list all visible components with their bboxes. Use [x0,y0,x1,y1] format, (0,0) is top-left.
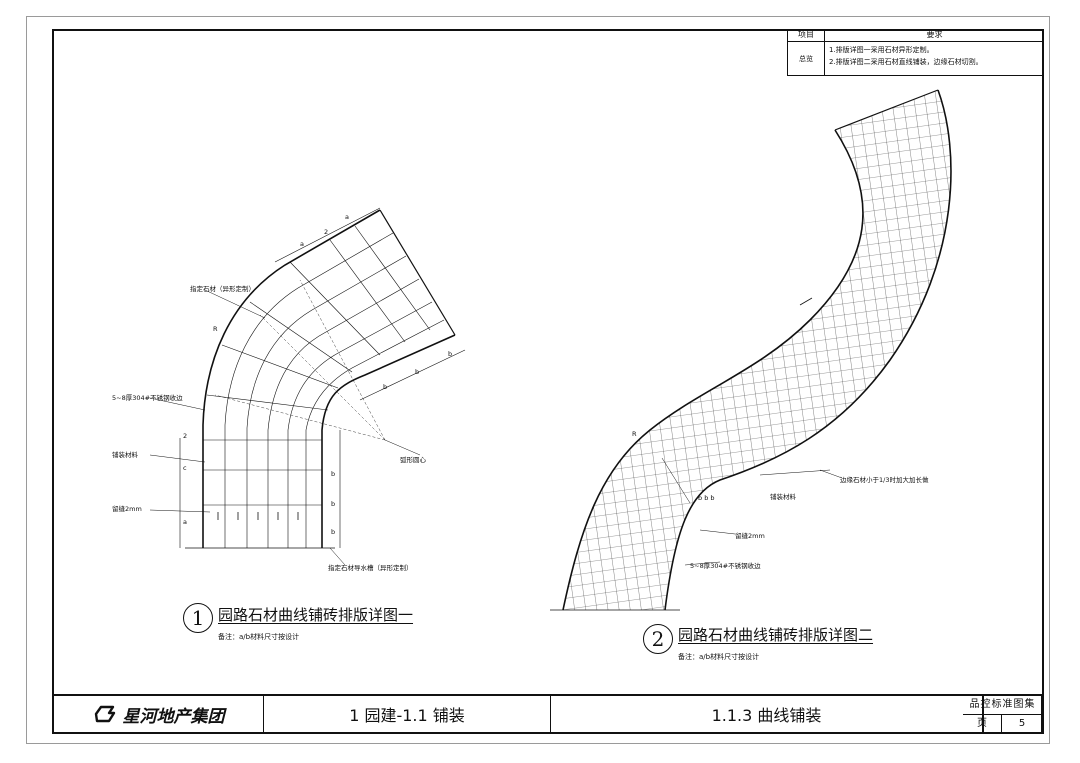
fig1-dim-2-top: 2 [324,228,329,236]
req-header-requirement: 要求 [825,29,1044,42]
fig1-dim-a-left: a [183,518,187,526]
fig1-label-radius: R [213,325,218,333]
title-block: 星河地产集团 1 园建-1.1 铺装 1.1.3 曲线铺装 品控标准图集 页 5 [54,694,1042,732]
fig2-note: 备注：a/b材料尺寸按设计 [678,653,760,661]
fig2-caption: 园路石材曲线铺砖排版详图二 [678,626,874,644]
fig2-label-edge: 5~8厚304#不锈钢收边 [690,562,761,570]
fig2-label-radius: R [632,430,637,438]
fig2-label-material: 铺装材料 [770,493,796,501]
fig1-label-edge: 5~8厚304#不锈钢收边 [112,394,183,402]
company-logo-icon [94,705,115,723]
figure1-plan [149,207,466,566]
fig1-dim-b-5: b [415,368,420,376]
fig1-dim-b-2: b [331,500,336,508]
fig1-dim-b-6: b [448,350,453,358]
fig1-dim-a-2: a [345,213,349,221]
company-name: 星河地产集团 [122,706,225,727]
fig1-dim-c: c [183,464,187,472]
req-header-item: 项目 [788,29,825,42]
sheet-outer-frame [26,16,1050,744]
fig2-inner-edge [664,89,952,611]
collection-name: 品控标准图集 [963,696,1042,715]
fig1-dim-a-1: a [300,240,304,248]
fig1-dim-2-left: 2 [183,432,188,440]
req-row-label: 总览 [788,42,825,75]
fig2-label-edge-cut: 边缘石材小于1/3时加大加长做 [840,476,929,484]
drawing-frame [52,29,1044,734]
page-label: 页 [963,715,1002,732]
fig1-label-material: 铺装材料 [112,451,138,459]
fig1-caption: 园路石材曲线铺砖排版详图一 [218,606,414,624]
fig2-number-circle: 2 [643,624,673,654]
fig1-dim-b-3: b [331,528,336,536]
fig2-dim: b b b [698,494,715,502]
fig1-dim-b-1: b [331,470,336,478]
drawing-title: 1.1.3 曲线铺装 [551,696,983,732]
fig1-note: 备注：a/b材料尺寸按设计 [218,633,300,641]
fig1-dim-b-4: b [383,383,388,391]
fig2-label-joint: 留缝2mm [735,532,765,540]
fig1-inner-edge [321,334,456,548]
fig1-label-joint: 留缝2mm [112,505,142,513]
company-logo: 星河地产集团 [54,696,264,732]
fig1-label-drain: 指定石材导水槽（异形定制） [328,564,413,572]
fig1-number-circle: 1 [183,603,213,633]
req-line-2: 2.排版详图二采用石材直线铺装，边缘石材切割。 [829,58,983,66]
fig2-outer-edge [562,129,864,611]
page-number: 5 [1018,718,1026,729]
req-line-1: 1.排版详图一采用石材异形定制。 [829,46,934,54]
fig1-outer-edge [202,209,381,548]
fig1-label-arc-center: 弧形圆心 [400,456,426,464]
req-row-text: 1.排版详图一采用石材异形定制。 2.排版详图二采用石材直线铺装，边缘石材切割。 [829,44,1042,68]
requirements-table: 项目 要求 总览 1.排版详图一采用石材异形定制。 2.排版详图二采用石材直线铺… [787,29,1044,76]
section-title: 1 园建-1.1 铺装 [264,696,551,732]
fig1-label-custom-stone: 指定石材（异形定制） [190,285,255,293]
title-block-meta: 品控标准图集 页 5 [963,696,1042,732]
